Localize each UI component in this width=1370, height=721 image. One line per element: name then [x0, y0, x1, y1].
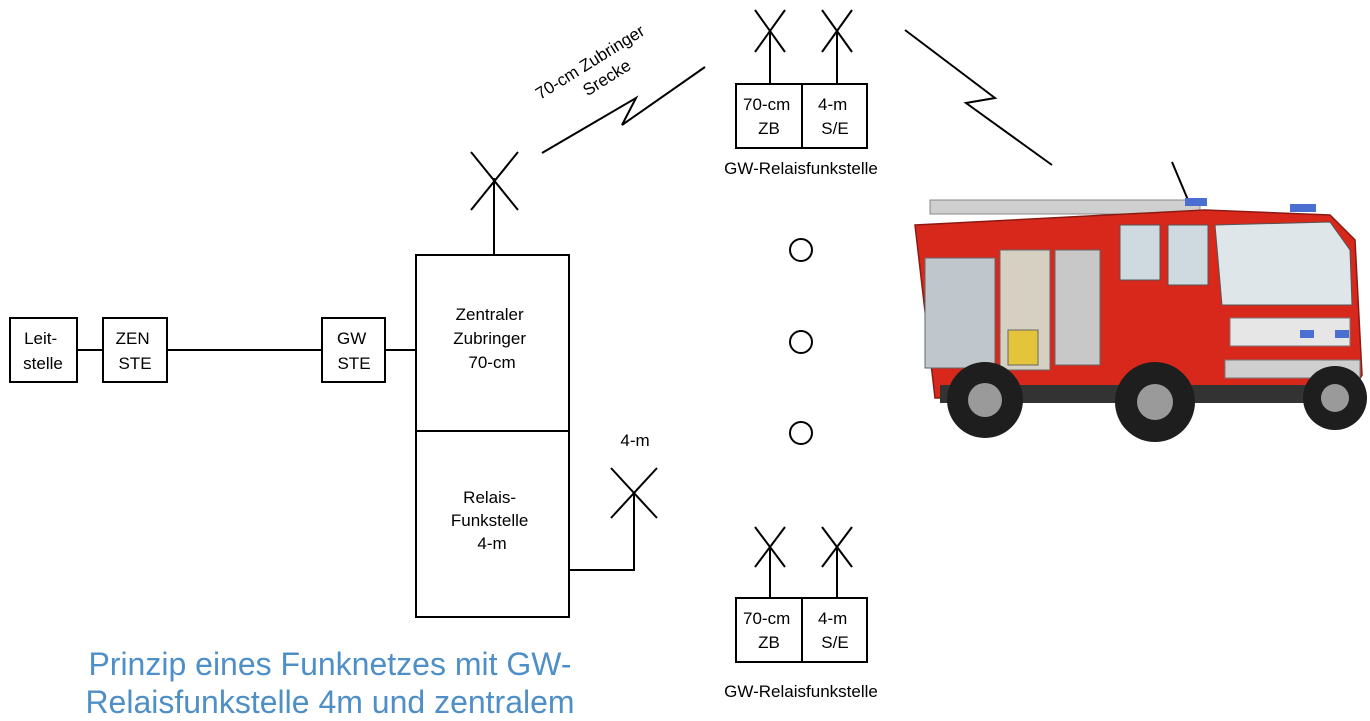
antenna-x-icon-top-right	[821, 9, 853, 53]
label-top-se: 4-m S/E	[818, 95, 852, 138]
top-station-se-box	[801, 83, 868, 149]
box-zen-ste	[102, 317, 168, 383]
circle-dots-icon	[789, 421, 813, 445]
label-bottom-station: GW-Relaisfunkstelle	[724, 682, 878, 701]
label-relais-funkstelle: Relais- Funkstelle 4-m	[451, 488, 533, 553]
circle-dots-icon	[789, 238, 813, 262]
label-leitstelle: Leit- stelle	[23, 329, 63, 373]
radio-network-diagram: Leit- stelle ZEN STE GW STE Zentraler Zu…	[9, 9, 1367, 701]
link-label: 70-cm Zubringer Srecke	[532, 21, 648, 103]
radio-link-zigzag-icon-truck	[904, 29, 1053, 166]
box-relais-funkstelle	[415, 430, 570, 618]
line-relais-antenna	[569, 493, 635, 571]
bottom-station-zb-box	[735, 597, 803, 663]
label-bottom-se: 4-m S/E	[818, 609, 852, 652]
fire-truck-icon	[914, 161, 1367, 442]
label-top-zb: 70-cm ZB	[743, 95, 795, 138]
label-bottom-zb: 70-cm ZB	[743, 609, 795, 652]
box-gw-ste	[321, 317, 386, 383]
label-gw-ste: GW STE	[337, 329, 371, 373]
label-zentraler-zubringer: Zentraler Zubringer 70-cm	[453, 305, 531, 372]
caption-line-2: Relaisfunkstelle 4m und zentralem	[85, 684, 575, 720]
diagram-caption: Prinzip eines Funknetzes mit GW- Relaisf…	[50, 645, 610, 721]
antenna-x-icon-bottom-right	[821, 526, 853, 568]
antenna-x-icon-main	[470, 151, 519, 211]
antenna-x-icon-4m	[610, 467, 658, 519]
radio-link-zigzag-icon	[541, 66, 706, 154]
label-zen-ste: ZEN STE	[116, 329, 155, 373]
label-4m-antenna: 4-m	[620, 431, 649, 450]
antenna-x-icon-top-left	[754, 9, 786, 53]
circle-dots-icon	[789, 330, 813, 354]
bottom-station-se-box	[801, 597, 868, 663]
box-leitstelle	[9, 317, 78, 383]
antenna-x-icon-bottom-left	[754, 526, 786, 568]
top-station-zb-box	[735, 83, 803, 149]
caption-line-1: Prinzip eines Funknetzes mit GW-	[88, 646, 572, 682]
label-top-station: GW-Relaisfunkstelle	[724, 159, 878, 178]
